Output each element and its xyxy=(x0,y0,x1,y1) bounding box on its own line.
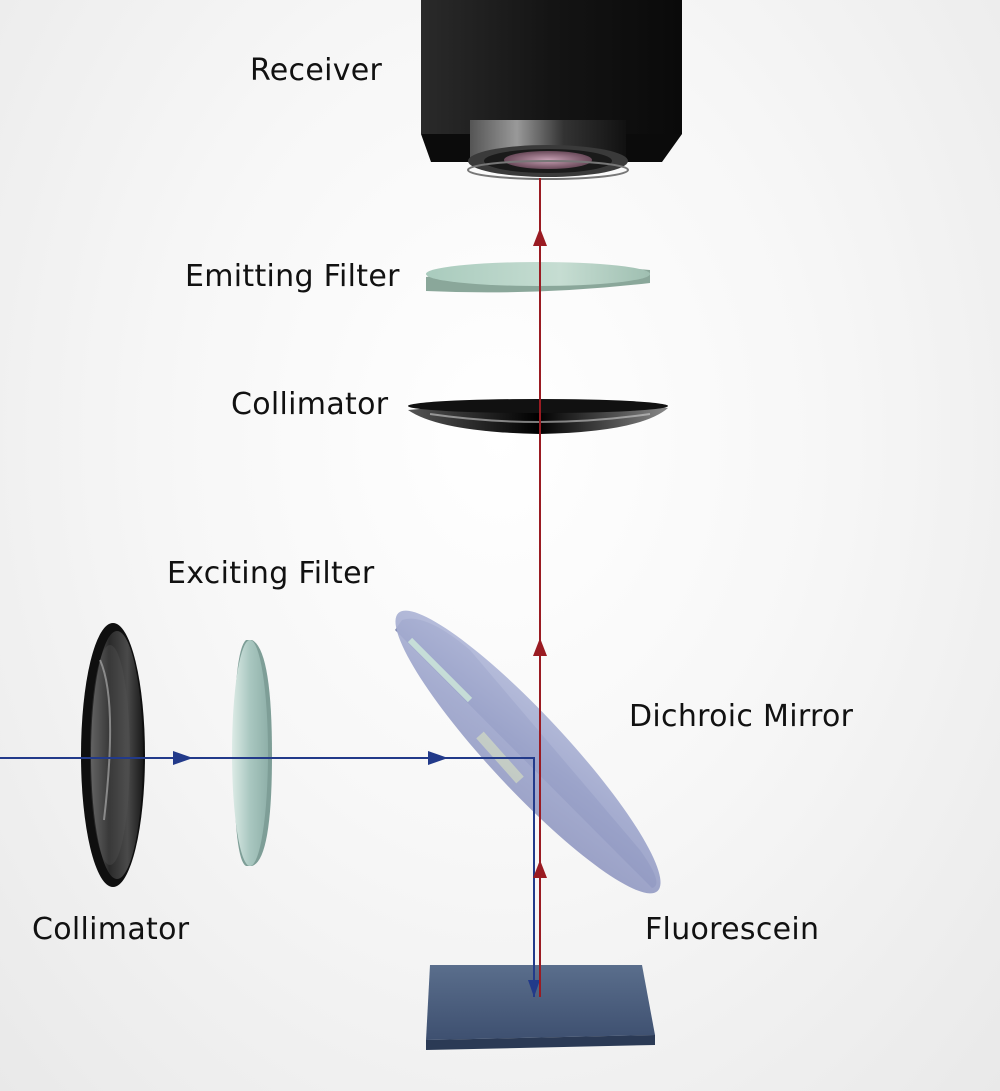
emission-arrow-bottom xyxy=(533,860,547,878)
collimator-left-lens xyxy=(81,623,145,887)
excitation-arrow-3 xyxy=(528,980,540,997)
dichroic-mirror-label: Dichroic Mirror xyxy=(629,699,854,734)
collimator-left-label: Collimator xyxy=(32,912,190,947)
dichroic-mirror xyxy=(395,610,661,894)
excitation-beam xyxy=(0,751,540,997)
excitation-arrow-2 xyxy=(428,751,448,765)
receiver-camera xyxy=(421,0,682,180)
exciting-filter xyxy=(232,640,272,866)
collimator-top-lens xyxy=(408,399,668,434)
exciting-filter-label: Exciting Filter xyxy=(167,556,375,591)
excitation-arrow-1 xyxy=(173,751,193,765)
emission-arrow-middle xyxy=(533,638,547,656)
fluorescein-sample xyxy=(426,965,655,1050)
emitting-filter-label: Emitting Filter xyxy=(185,259,400,294)
emission-arrow-top xyxy=(533,228,547,246)
receiver-label: Receiver xyxy=(250,53,383,88)
fluorescein-label: Fluorescein xyxy=(645,912,820,947)
emitting-filter xyxy=(426,262,650,293)
collimator-top-label: Collimator xyxy=(231,387,389,422)
emission-beam xyxy=(533,178,547,997)
